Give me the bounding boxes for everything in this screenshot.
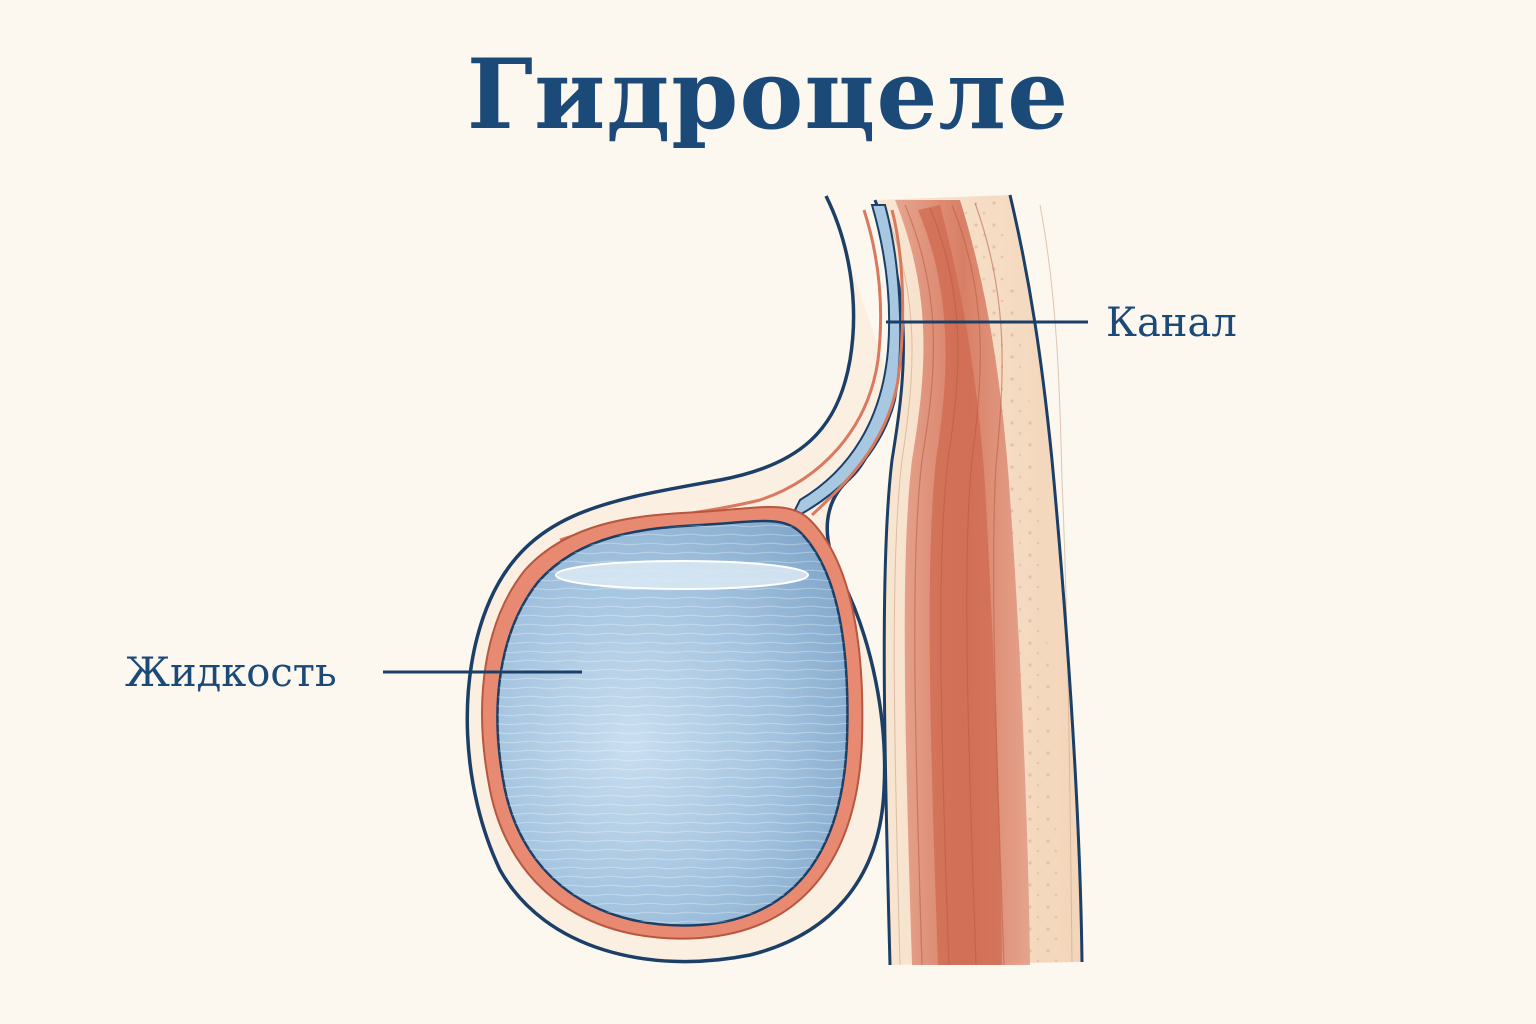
canal-membrane-right xyxy=(810,209,905,517)
fluid-texture xyxy=(497,521,848,926)
wall-outer-line-right xyxy=(1008,194,1084,963)
label-fluid: Жидкость xyxy=(125,650,582,696)
canal-label-text: Канал xyxy=(1106,300,1237,346)
fluid-surface xyxy=(555,560,809,590)
abdominal-wall-layers xyxy=(873,194,1084,966)
wall-dots-band xyxy=(960,200,1060,962)
hydrocele-cavity xyxy=(481,506,864,940)
label-canal: Канал xyxy=(886,300,1237,346)
diagram-title: Гидроцеле xyxy=(466,38,1070,151)
fluid-label-text: Жидкость xyxy=(125,650,337,696)
muscle-band-inner xyxy=(918,205,1002,965)
